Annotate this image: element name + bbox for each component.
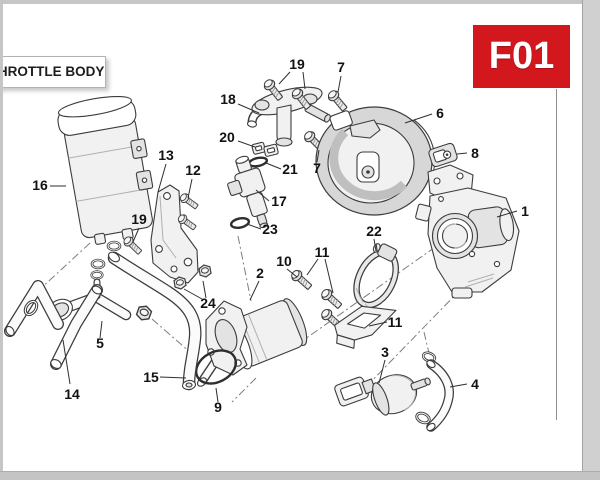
- section-title-tab: THROTTLE BODY: [0, 56, 106, 88]
- part-4-hose: [420, 349, 454, 432]
- part-label-18: 18: [220, 91, 236, 107]
- part-label-2: 2: [256, 265, 264, 281]
- leader-lines: [50, 71, 518, 403]
- part-13-bracket: [150, 184, 199, 284]
- part-17-fuel-injector: [227, 155, 269, 229]
- page-code-badge: F01: [473, 25, 570, 88]
- part-1-throttle-body: [415, 164, 520, 299]
- part-label-13: 13: [158, 147, 174, 163]
- part-7-bolt-upper: [325, 87, 350, 114]
- part-label-16: 16: [32, 177, 48, 193]
- part-label-23: 23: [262, 221, 278, 237]
- part-10-bolt: [288, 267, 315, 293]
- part-label-6: 6: [436, 105, 444, 121]
- part-14-hose: [4, 280, 103, 370]
- part-11-bracket: [334, 305, 397, 349]
- page-code-line: [556, 89, 557, 420]
- part-16-canister: [57, 95, 154, 245]
- hose-fitting-ring: [106, 240, 122, 252]
- part-15-hose: [107, 251, 202, 391]
- part-label-15: 15: [143, 369, 159, 385]
- part-label-17: 17: [271, 193, 287, 209]
- part-22-hose-clamp: [353, 243, 399, 309]
- part-label-22: 22: [366, 223, 382, 239]
- part-label-11-top: 11: [315, 244, 330, 260]
- part-20-retaining-clip: [251, 141, 279, 157]
- page-border-right: [582, 0, 600, 480]
- part-label-4: 4: [471, 376, 479, 392]
- part-label-3: 3: [381, 344, 389, 360]
- part-label-1: 1: [521, 203, 529, 219]
- part-label-10: 10: [276, 253, 292, 269]
- seal-ring: [413, 409, 433, 427]
- page-border-top: [0, 0, 600, 4]
- part-23-o-ring: [229, 217, 251, 229]
- part-label-11-right: 11: [388, 314, 403, 330]
- part-label-12: 12: [185, 162, 201, 178]
- part-label-24: 24: [200, 295, 216, 311]
- part-label-20: 20: [219, 129, 235, 145]
- port-ring: [90, 258, 106, 270]
- part-label-7-upper: 7: [337, 59, 345, 75]
- part-8-clip: [428, 142, 458, 168]
- part-18-fuel-rail: [246, 86, 331, 147]
- part-label-9: 9: [214, 399, 222, 415]
- page-border-bottom: [0, 471, 600, 480]
- part-9-o-ring: [194, 349, 238, 385]
- part-label-5: 5: [96, 335, 104, 351]
- part-number-labels: 1 2 3 4 5 6 7 7 8 9 10 11 11 12 13 14 15…: [32, 56, 529, 415]
- part-3-valve: [334, 374, 431, 416]
- part-label-19-top: 19: [289, 56, 305, 72]
- part-label-7-lower: 7: [313, 160, 321, 176]
- part-label-8: 8: [471, 145, 479, 161]
- part-label-14: 14: [64, 386, 80, 402]
- page-border-left: [0, 0, 3, 480]
- part-6-cover: [315, 106, 436, 216]
- part-label-19-left: 19: [131, 211, 147, 227]
- part-2-intake-pipe: [197, 298, 308, 387]
- part-label-21: 21: [282, 161, 298, 177]
- centerlines: [23, 235, 462, 403]
- port-collar: [90, 270, 104, 280]
